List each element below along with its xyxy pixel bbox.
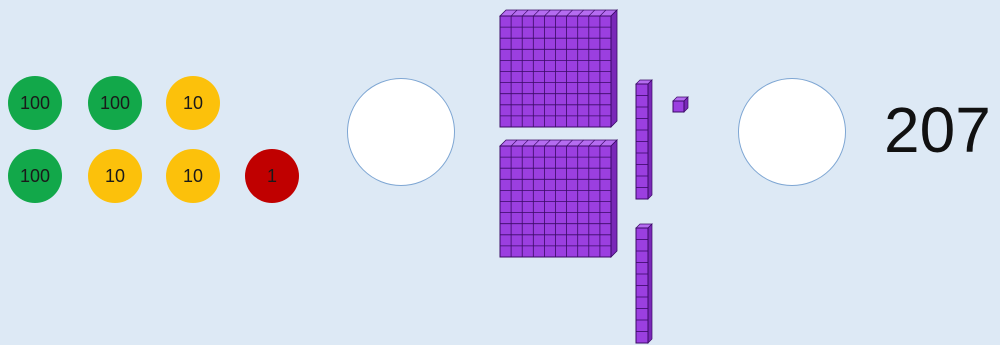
- hundred-flat: [500, 140, 617, 257]
- ten-rod: [636, 224, 652, 343]
- ten-rod: [636, 80, 652, 199]
- number-display: 207: [884, 98, 991, 162]
- hundred-flat: [500, 10, 617, 127]
- one-cube: [673, 97, 688, 112]
